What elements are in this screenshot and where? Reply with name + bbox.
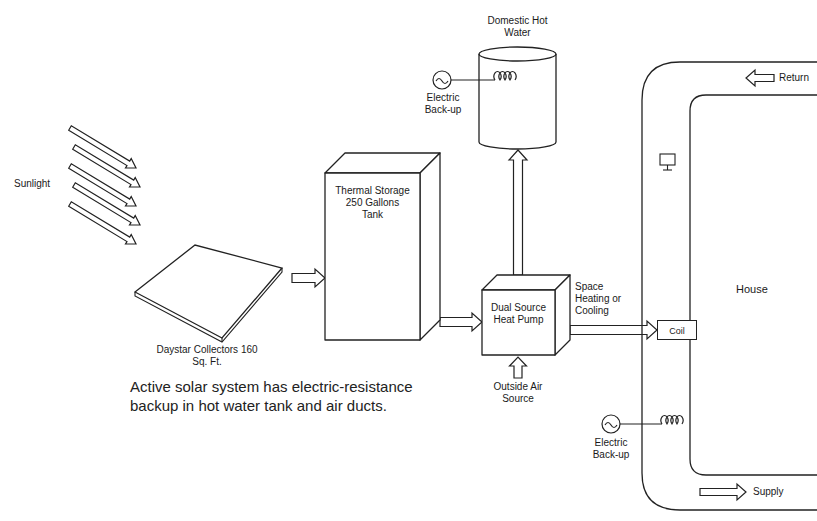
heating-coil xyxy=(494,72,516,80)
node-label: Thermal Storage 250 Gallons Tank xyxy=(335,185,411,221)
node-label: Domestic Hot Water xyxy=(485,15,551,39)
flow-arrow xyxy=(292,269,325,287)
duct-inner-wall xyxy=(690,95,817,475)
return-air-arrow xyxy=(746,70,774,86)
box-front xyxy=(482,290,555,355)
ac-source-symbol xyxy=(433,71,451,89)
wire xyxy=(620,423,662,424)
thermostat-symbol xyxy=(660,154,675,170)
coil-box: Coil xyxy=(657,320,697,340)
thermostat-stand xyxy=(667,165,668,170)
solar-collector: Daystar Collectors 160 Sq. Ft. xyxy=(122,238,292,374)
sunlight-ray xyxy=(73,145,140,187)
node-label: Daystar Collectors 160 Sq. Ft. xyxy=(155,344,259,368)
thermostat-base xyxy=(663,169,672,170)
node-label: Dual Source Heat Pump xyxy=(487,302,551,326)
box-front xyxy=(325,173,420,340)
duct-outline xyxy=(640,55,817,515)
annotation-label: Supply xyxy=(753,486,784,498)
box-side xyxy=(420,153,440,340)
flow-arrow xyxy=(509,150,527,275)
heating-coil xyxy=(661,416,683,424)
outside-air-arrow xyxy=(510,357,527,378)
house-duct-loop: HouseCoil xyxy=(640,55,817,515)
duct-outer-wall xyxy=(642,62,817,510)
ac-tilde xyxy=(436,79,448,84)
ac-tilde xyxy=(605,423,617,428)
annotation-label: Electric Back-up xyxy=(417,92,469,116)
collector-edge xyxy=(135,268,282,342)
equipment-box: Dual Source Heat Pump xyxy=(482,275,570,355)
sunlight-ray xyxy=(69,202,136,244)
flow-arrows xyxy=(69,70,774,500)
supply-air-arrow xyxy=(700,484,746,500)
electric-backup-symbol xyxy=(433,71,516,89)
node-label: House xyxy=(736,283,768,296)
collector-panel xyxy=(135,245,282,338)
collector-edge xyxy=(221,338,222,342)
box-outline xyxy=(325,153,440,340)
tank-body xyxy=(479,54,556,149)
annotation-label: Outside Air Source xyxy=(488,381,548,405)
annotation-label: Electric Back-up xyxy=(585,437,637,461)
ac-source-symbol xyxy=(602,415,620,433)
node-label: Coil xyxy=(658,321,696,341)
sunlight-ray xyxy=(73,183,140,225)
flow-arrow xyxy=(440,313,482,331)
edge-label: Space Heating or Cooling xyxy=(575,281,639,317)
figure-caption: Active solar system has electric-resista… xyxy=(130,378,435,416)
annotation-label: Sunlight xyxy=(14,178,50,190)
annotation-label: Return xyxy=(779,72,809,84)
equipment-box: Thermal Storage 250 Gallons Tank xyxy=(325,153,440,340)
thermostat-body xyxy=(660,154,675,165)
wire xyxy=(451,79,495,80)
flow-arrow xyxy=(570,321,657,339)
tank-top xyxy=(479,47,556,61)
hot-water-tank: Domestic Hot Water xyxy=(470,15,565,150)
box-side xyxy=(555,275,570,355)
